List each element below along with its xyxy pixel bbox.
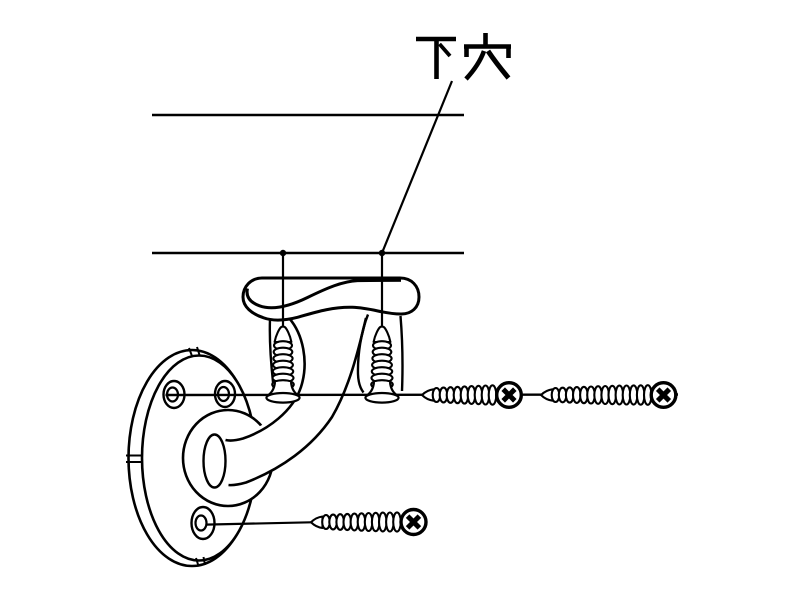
- rail-lines: [152, 113, 464, 255]
- screw-head-flare: [265, 381, 301, 398]
- kanji-ana-right-leg: [485, 49, 511, 80]
- arm-right-boss-right-edge: [399, 315, 404, 392]
- arm-right-boss-left-edge: [356, 314, 370, 394]
- horizontal-screw-bottom: [309, 507, 428, 537]
- plate-bottom-notch: [195, 556, 206, 567]
- saddle: [241, 276, 421, 322]
- leader-line: [380, 80, 454, 254]
- phillips-cross-icon: [405, 514, 422, 530]
- vertical-screw-right: [364, 325, 400, 404]
- screw-tip: [309, 515, 324, 530]
- saddle-top-face-edge: [245, 278, 402, 310]
- horizontal-screw-1: [420, 381, 524, 410]
- plate-left-notch: [126, 454, 143, 463]
- kanji-ana-left-leg: [464, 50, 487, 81]
- screw-tip: [372, 325, 392, 344]
- plate-hole-bottom-countersink: [194, 514, 208, 532]
- bottom-screw-axis-line: [205, 521, 312, 526]
- plate-top-notch: [188, 346, 201, 357]
- arm-outer-edge: [228, 317, 368, 487]
- pilot-dot-left: [279, 249, 287, 257]
- phillips-cross-icon: [501, 387, 517, 403]
- phillips-cross-icon: [655, 387, 672, 403]
- arm-tube-end: [202, 433, 227, 489]
- pilot-hole-lines: [279, 249, 386, 331]
- screw-head-rim: [265, 391, 301, 404]
- kanji-shita-tick: [438, 42, 452, 58]
- vertical-screw-left: [265, 325, 301, 404]
- pilot-hole-label-glyphs: [416, 33, 511, 81]
- horizontal-screw-2: [539, 381, 678, 410]
- screw-head-rim: [364, 391, 400, 404]
- screw-tip: [273, 325, 293, 344]
- pilot-dot-right: [378, 249, 386, 257]
- screw-head-flare: [364, 381, 400, 398]
- arm-inner-edge: [225, 317, 306, 442]
- saddle-outline: [241, 276, 421, 322]
